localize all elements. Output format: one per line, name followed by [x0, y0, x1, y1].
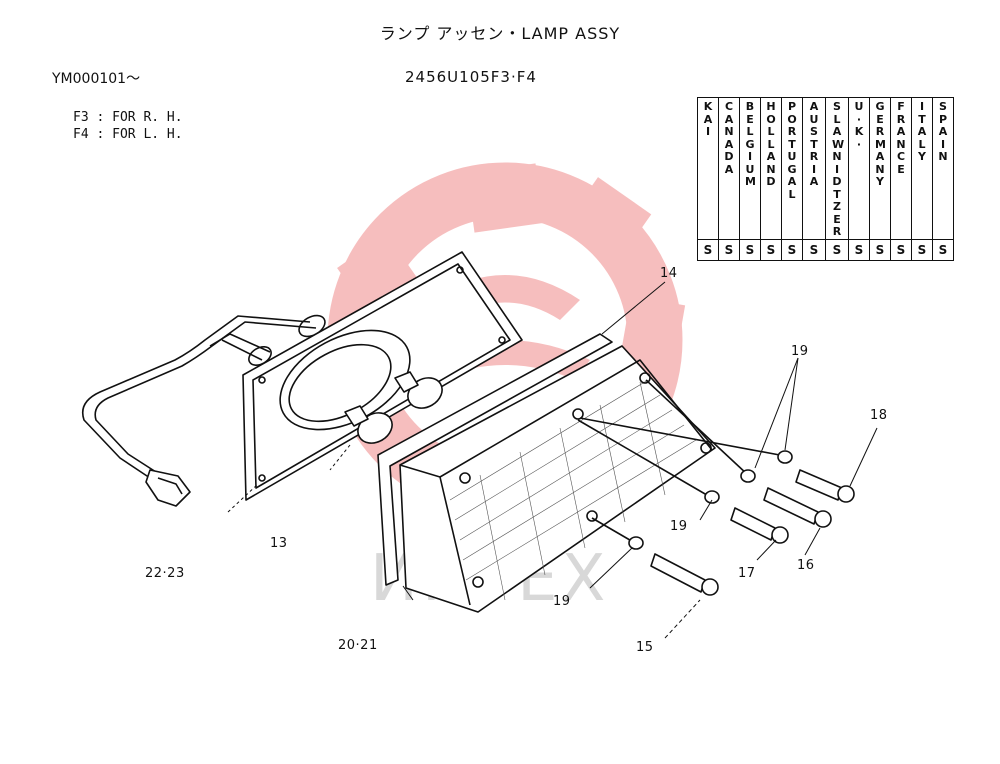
spec-value: S [739, 238, 761, 261]
country-header: U·K· [848, 97, 870, 240]
country-header: SPAIN [932, 97, 954, 240]
spec-value: S [890, 238, 912, 261]
country-header: HOLLAND [760, 97, 782, 240]
callout-19-middle: 19 [670, 519, 688, 534]
spec-value: S [932, 238, 954, 261]
callout-14: 14 [660, 266, 678, 281]
spec-value: S [911, 238, 933, 261]
spec-value: S [697, 238, 719, 261]
country-header: AUSTRIA [802, 97, 826, 240]
country-header: BELGIUM [739, 97, 761, 240]
country-header: SLAWNIDTZER [825, 97, 849, 240]
note-right-hand: F3 : FOR R. H. [73, 110, 183, 125]
country-header-row: KAI CANADA BELGIUM HOLLAND PORTUGAL AUST… [697, 97, 954, 240]
lamp-base-plate [242, 251, 523, 501]
bulbs [344, 371, 443, 444]
spec-value: S [869, 238, 891, 261]
callout-18: 18 [870, 408, 888, 423]
spec-value: S [802, 238, 826, 261]
page-title: ランプ アッセン・LAMP ASSY [379, 24, 621, 43]
callout-13: 13 [270, 536, 288, 551]
callout-15: 15 [636, 640, 654, 655]
callout-17: 17 [738, 566, 756, 581]
connector [145, 469, 191, 507]
spec-value-row: S S S S S S S S S S S S [697, 238, 954, 261]
part-number: 2456U105F3·F4 [405, 68, 537, 86]
spec-value: S [760, 238, 782, 261]
callout-19-lower: 19 [553, 594, 571, 609]
country-header: KAI [697, 97, 719, 240]
country-header: ITALY [911, 97, 933, 240]
spec-value: S [848, 238, 870, 261]
screws-and-washers [577, 379, 855, 596]
gasket [377, 333, 613, 586]
note-left-hand: F4 : FOR L. H. [73, 127, 183, 142]
country-header: GERMANY [869, 97, 891, 240]
spec-value: S [718, 238, 740, 261]
model-range: YM000101〜 [52, 71, 141, 87]
callout-20-21: 20·21 [338, 638, 378, 653]
callout-22-23: 22·23 [145, 566, 185, 581]
callout-19-upper: 19 [791, 344, 809, 359]
country-header: PORTUGAL [781, 97, 803, 240]
country-header: FRANCE [890, 97, 912, 240]
country-spec-table: KAI CANADA BELGIUM HOLLAND PORTUGAL AUST… [697, 97, 954, 261]
leader-lines [227, 281, 878, 639]
spec-value: S [825, 238, 849, 261]
callout-16: 16 [797, 558, 815, 573]
spec-value: S [781, 238, 803, 261]
country-header: CANADA [718, 97, 740, 240]
lamp-lens [399, 345, 716, 613]
